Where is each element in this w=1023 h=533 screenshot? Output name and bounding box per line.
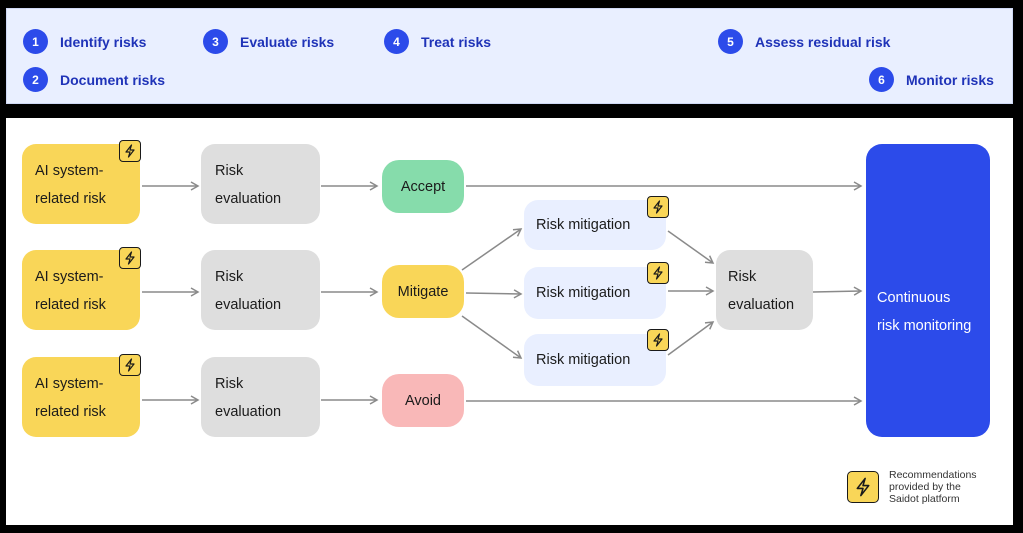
continuous-risk-monitoring-node: Continuous risk monitoring (866, 144, 990, 437)
lightning-bolt-icon (119, 140, 141, 162)
avoid-node: Avoid (382, 374, 464, 427)
node-label: Risk mitigation (536, 285, 631, 301)
step-label: Monitor risks (906, 71, 994, 88)
ai-risk-node-2: AI system- related risk (22, 250, 140, 330)
residual-risk-evaluation-node: Risk evaluation (716, 250, 813, 330)
lightning-bolt-icon (119, 354, 141, 376)
node-label: Risk evaluation (215, 269, 282, 313)
arrow-mitigate-to-mitigation1 (461, 228, 523, 271)
legend-text: Recommendations provided by the Saidot p… (889, 469, 977, 505)
node-label: Risk evaluation (215, 163, 282, 207)
risk-evaluation-node-2: Risk evaluation (201, 250, 320, 330)
flow-arrows (142, 181, 863, 406)
step-number-badge: 1 (23, 29, 48, 54)
node-label: Risk evaluation (215, 376, 282, 420)
lightning-bolt-icon (119, 247, 141, 269)
lightning-bolt-icon (847, 471, 879, 503)
step-identify-risks: 1 Identify risks (23, 29, 146, 54)
risk-evaluation-node-3: Risk evaluation (201, 357, 320, 437)
step-evaluate-risks: 3 Evaluate risks (203, 29, 334, 54)
step-number-badge: 6 (869, 67, 894, 92)
lightning-bolt-icon (647, 329, 669, 351)
arrow-mitigate-to-mitigation3 (461, 315, 523, 359)
arrow-mitigation3-to-residual (667, 321, 715, 356)
step-number-badge: 3 (203, 29, 228, 54)
step-label: Treat risks (421, 33, 492, 50)
step-label: Assess residual risk (755, 33, 891, 50)
node-label: AI system- related risk (35, 376, 106, 420)
arrow-residual-to-monitoring (812, 286, 863, 296)
risk-evaluation-node-1: Risk evaluation (201, 144, 320, 224)
lightning-bolt-icon (647, 196, 669, 218)
process-steps-panel: 1 Identify risks 2 Document risks 3 Eval… (6, 8, 1013, 104)
step-monitor-risks: 6 Monitor risks (869, 67, 994, 92)
step-number-badge: 2 (23, 67, 48, 92)
node-label: Risk mitigation (536, 217, 631, 233)
step-number-badge: 5 (718, 29, 743, 54)
node-label: Mitigate (397, 283, 449, 300)
accept-node: Accept (382, 160, 464, 213)
arrow-mitigation1-to-residual (667, 230, 715, 264)
mitigate-node: Mitigate (382, 265, 464, 318)
node-label: Risk evaluation (728, 269, 795, 313)
step-label: Document risks (60, 71, 166, 88)
step-label: Evaluate risks (240, 33, 335, 50)
node-label: Continuous risk monitoring (877, 290, 972, 334)
risk-mitigation-node-3: Risk mitigation (524, 334, 666, 386)
node-label: AI system- related risk (35, 163, 106, 207)
lightning-bolt-icon (647, 262, 669, 284)
step-document-risks: 2 Document risks (23, 67, 165, 92)
risk-mitigation-node-2: Risk mitigation (524, 267, 666, 319)
step-number-badge: 4 (384, 29, 409, 54)
step-label: Identify risks (60, 33, 147, 50)
risk-flow-diagram: AI system- related risk Risk evaluation … (6, 118, 1013, 525)
step-treat-risks: 4 Treat risks (384, 29, 491, 54)
node-label: Avoid (404, 392, 441, 409)
step-assess-residual-risk: 5 Assess residual risk (718, 29, 890, 54)
node-label: AI system- related risk (35, 269, 106, 313)
arrow-mitigate-to-mitigation2 (465, 289, 523, 299)
node-label: Risk mitigation (536, 352, 631, 368)
risk-mitigation-node-1: Risk mitigation (524, 200, 666, 250)
node-label: Accept (400, 178, 446, 195)
